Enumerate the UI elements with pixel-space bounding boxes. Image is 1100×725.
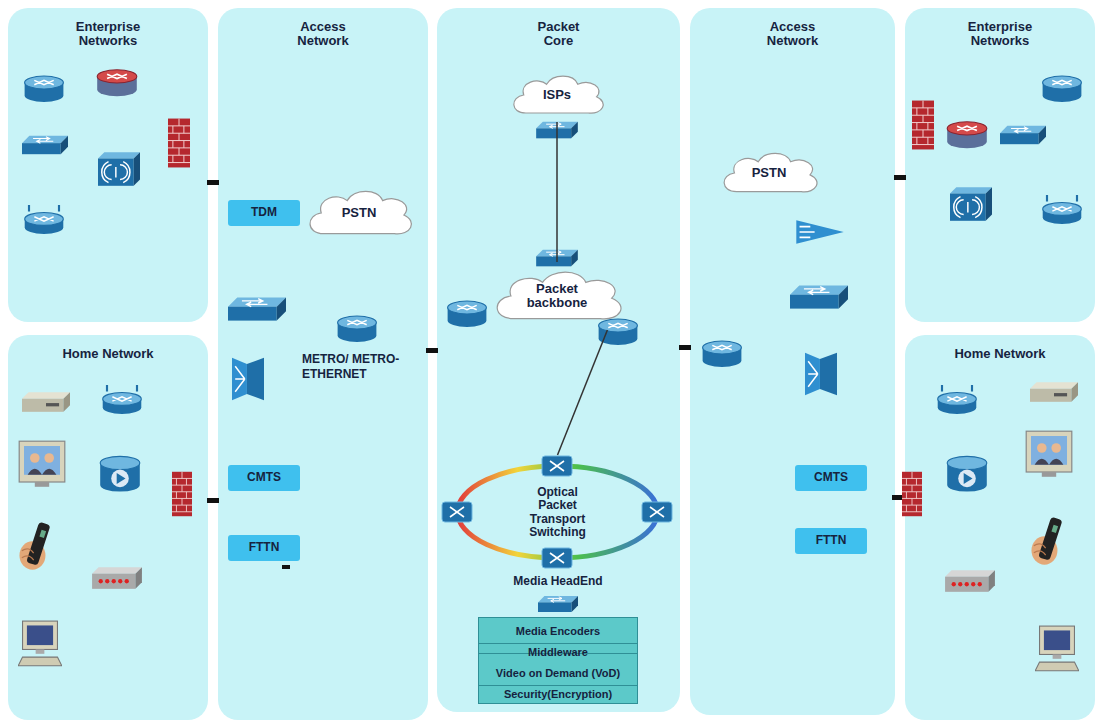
firewall-icon: [912, 101, 934, 150]
ring-node-icon: [442, 502, 472, 522]
switch-icon: [790, 285, 848, 308]
modem-icon: [945, 570, 995, 592]
access-box: CMTS: [795, 465, 867, 491]
wireless-router-icon: [25, 205, 64, 234]
tv-icon: [1026, 431, 1072, 477]
switch-icon: [538, 596, 578, 612]
firewall-icon: [172, 472, 192, 516]
node-label: Middleware: [528, 646, 588, 658]
router-icon: [25, 76, 64, 102]
phone-icon: [1031, 517, 1062, 565]
node-label: CMTS: [814, 471, 848, 484]
access-point-icon: [950, 187, 992, 221]
left-home-icons: [18, 385, 192, 666]
free-label-holder: METRO/ METRO-ETHERNET: [302, 352, 426, 382]
section-label: Media HeadEnd: [478, 574, 638, 589]
node-label: FTTN: [249, 541, 280, 554]
node-label: Packet backbone: [522, 282, 592, 311]
router-icon: [947, 122, 987, 148]
right-access-icons: [703, 220, 848, 395]
network-cloud: PSTN: [715, 145, 823, 201]
node-label: Enterprise Networks: [950, 20, 1050, 49]
access-box: FTTN: [795, 528, 867, 554]
node-label: Security(Encryption): [504, 688, 612, 700]
link-dash: [679, 345, 691, 350]
node-label: Media Encoders: [516, 625, 600, 637]
amplifier-icon: [796, 220, 843, 244]
node-label: CMTS: [247, 471, 281, 484]
link-dash: [892, 495, 902, 500]
node-label: Home Network: [954, 347, 1045, 361]
wireless-router-icon: [1043, 195, 1082, 224]
network-panel: Enterprise Networks: [905, 8, 1095, 322]
ring-node-icon: [542, 548, 572, 568]
pc-icon: [18, 621, 62, 666]
node-label: Optical Packet Transport Switching: [518, 486, 598, 539]
firewall-icon: [902, 472, 922, 516]
node-label: TDM: [251, 206, 277, 219]
modem-icon: [92, 567, 142, 589]
node-label: Enterprise Networks: [58, 20, 158, 49]
phone-icon: [19, 522, 50, 570]
left-enterprise-icons: [22, 70, 190, 234]
router-icon: [1043, 76, 1082, 102]
section-label: METRO/ METRO-ETHERNET: [302, 352, 426, 382]
router-icon: [448, 301, 487, 327]
media-player-icon: [947, 456, 987, 491]
wireless-router-icon: [938, 385, 977, 414]
link-dash: [282, 565, 290, 569]
right-home-icons: [902, 382, 1079, 671]
link-dash: [426, 348, 438, 353]
network-cloud: ISPs: [505, 68, 609, 122]
switch-icon: [1000, 126, 1046, 144]
set-top-box-icon: [1030, 382, 1078, 402]
headend-box: Security(Encryption): [478, 685, 638, 704]
router-icon: [599, 319, 638, 345]
node-label: PSTN: [342, 206, 377, 220]
link-line: [556, 122, 558, 262]
left-access-icons: [228, 297, 376, 400]
link-dash: [894, 175, 906, 180]
node-label: ISPs: [543, 88, 571, 102]
node-label: Access Network: [283, 20, 363, 49]
router-icon: [97, 70, 137, 96]
link-line: [558, 330, 608, 455]
router-icon: [703, 341, 742, 367]
switch-icon: [228, 297, 286, 320]
access-box: FTTN: [228, 535, 300, 561]
node-label: PSTN: [752, 166, 787, 180]
pc-icon: [1035, 626, 1079, 671]
link-dash: [207, 180, 219, 185]
multiplexer-icon: [805, 353, 837, 396]
headend-box: Media Encoders: [478, 617, 638, 645]
ring-node-icons: [442, 456, 672, 568]
wireless-router-icon: [103, 385, 142, 414]
router-icon: [338, 316, 377, 342]
tv-icon: [19, 441, 65, 487]
core-icons: [448, 122, 638, 612]
access-box: CMTS: [228, 465, 300, 491]
firewall-icon: [168, 119, 190, 168]
multiplexer-icon: [232, 358, 264, 401]
node-label: Packet Core: [529, 20, 589, 49]
node-label: Access Network: [753, 20, 833, 49]
right-enterprise-icons: [912, 76, 1081, 224]
node-label: FTTN: [816, 534, 847, 547]
access-point-icon: [98, 152, 140, 186]
ring-node-icon: [542, 456, 572, 476]
network-cloud: PSTN: [300, 182, 418, 244]
switch-icon: [22, 136, 68, 154]
access-box: TDM: [228, 200, 300, 226]
node-label: Video on Demand (VoD): [496, 667, 620, 679]
free-label-holder: Media HeadEnd: [478, 574, 638, 589]
set-top-box-icon: [22, 392, 70, 412]
node-label: Home Network: [62, 347, 153, 361]
link-dash: [207, 498, 219, 503]
ring-node-icon: [642, 502, 672, 522]
media-player-icon: [100, 456, 140, 491]
